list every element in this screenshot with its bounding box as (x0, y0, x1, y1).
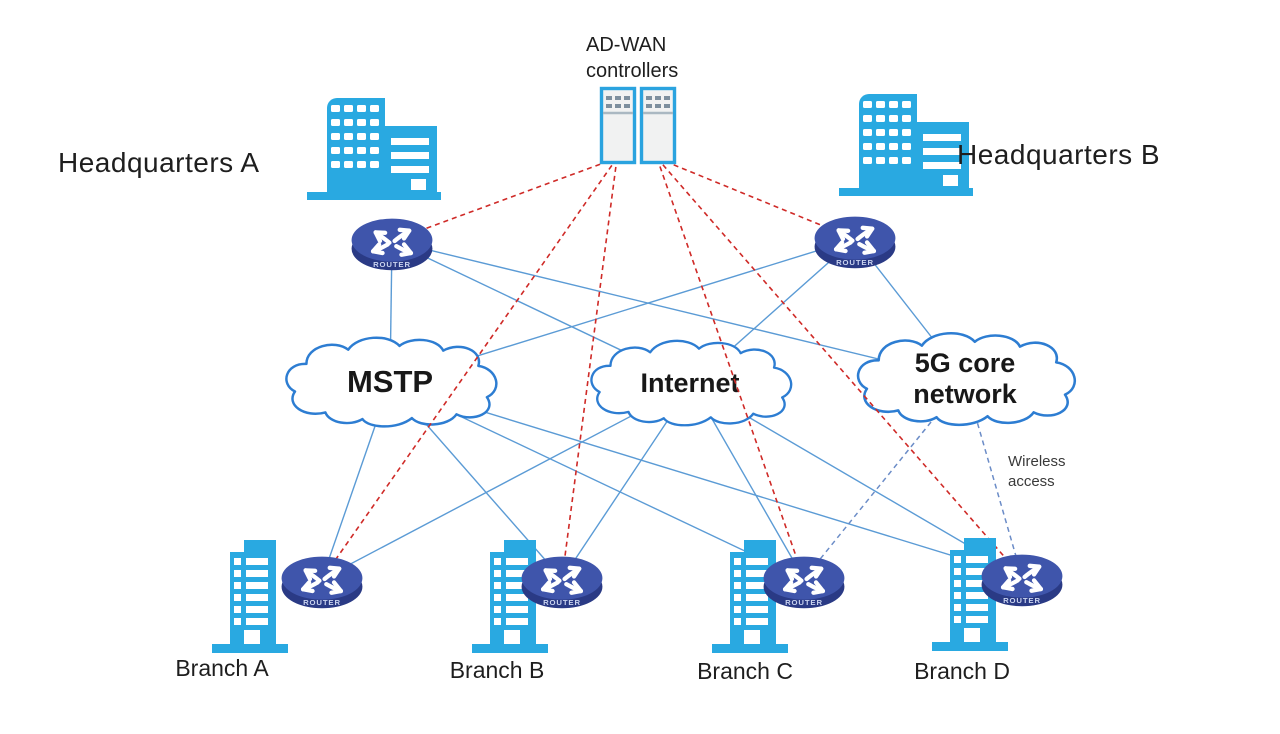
branch-a-building-icon (212, 540, 288, 653)
branch-a-label: Branch A (175, 655, 269, 681)
hq-a-router-icon: ROUTER (351, 218, 433, 271)
adwan-controllers-label: AD-WAN controllers (586, 34, 679, 82)
router-label: ROUTER (1003, 596, 1041, 605)
5g-core-network-cloud-label: 5G core network (913, 347, 1017, 409)
router-label: ROUTER (303, 598, 341, 607)
router-label: ROUTER (543, 598, 581, 607)
branch-b-label: Branch B (449, 657, 545, 683)
mstp-cloud-label: MSTP (346, 364, 434, 399)
headquarters-b-label: Headquarters B (957, 139, 1161, 170)
branch-d-router-icon: ROUTER (981, 554, 1063, 607)
internet-cloud-label: Internet (640, 367, 740, 398)
branch-d-label: Branch D (914, 658, 1010, 684)
branch-b-router-icon: ROUTER (521, 556, 603, 609)
branch-c-router-icon: ROUTER (763, 556, 845, 609)
headquarters-a-label: Headquarters A (58, 147, 260, 178)
router-label: ROUTER (373, 260, 411, 269)
branch-a-router-icon: ROUTER (281, 556, 363, 609)
headquarters-a-building-icon (307, 98, 441, 200)
adwan-controllers-servers-icon (599, 86, 677, 165)
wireless-access-label: Wireless access (1008, 453, 1066, 490)
router-label: ROUTER (836, 258, 874, 267)
router-label: ROUTER (785, 598, 823, 607)
branch-c-label: Branch C (697, 658, 793, 684)
hq-b-router-icon: ROUTER (814, 216, 896, 269)
